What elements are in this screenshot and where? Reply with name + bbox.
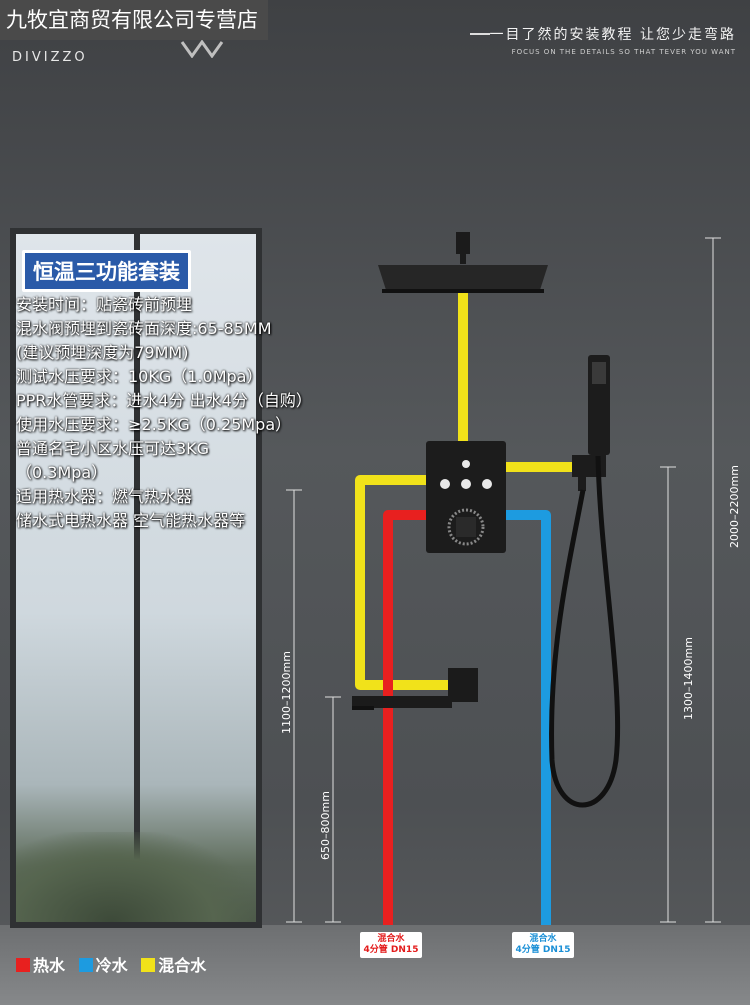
window-frame-divider: [134, 234, 140, 922]
cold-water-pipe: [505, 510, 551, 925]
spec-line: 适用热水器：燃气热水器: [16, 487, 193, 506]
window-landscape: [16, 832, 256, 922]
spec-line: PPR水管要求：进水4分 出水4分（自购）: [16, 391, 312, 410]
hot-inlet-tag: 混合水 4分管 DN15: [360, 932, 422, 958]
spec-line: 储水式电热水器 空气能热水器等: [16, 511, 246, 530]
mixed-swatch-icon: [141, 958, 156, 972]
spec-line: 普通名宅小区水压可达3KG: [16, 439, 210, 458]
spec-line: 使用水压要求：≥2.5KG（0.25Mpa）: [16, 415, 292, 434]
legend-mixed-label: 混合水: [158, 956, 207, 975]
legend-hot: 热水: [16, 956, 65, 975]
cold-inlet-tag: 混合水 4分管 DN15: [512, 932, 574, 958]
spec-title: 恒温三功能套装: [22, 250, 191, 292]
hot-swatch-icon: [16, 958, 30, 972]
slogan: 一目了然的安装教程 让您少走弯路: [489, 27, 736, 43]
brand-name: DIVIZZO: [12, 50, 88, 65]
dimension-valve-height: 1100–1200mm: [280, 651, 293, 734]
mixed-pipe-spout: [355, 475, 450, 690]
rain-shower-head-icon: [378, 232, 548, 293]
hot-tag-line1: 混合水: [377, 934, 405, 944]
dimension-spout-height: 650–800mm: [319, 791, 332, 860]
spec-line: 安装时间：贴瓷砖前预埋: [16, 295, 193, 314]
legend-cold: 冷水: [78, 956, 128, 975]
spec-line: (建议预埋深度为79MM): [16, 343, 189, 362]
cold-swatch-icon: [78, 958, 93, 972]
tub-spout-icon: [352, 668, 478, 710]
hot-water-pipe: [383, 510, 428, 925]
dimension-shower-height: 2000–2200mm: [728, 465, 741, 548]
cold-tag-line2: 4分管 DN15: [515, 945, 571, 955]
legend-mixed: 混合水: [141, 956, 206, 975]
hot-tag-line2: 4分管 DN15: [363, 945, 419, 955]
legend-hot-label: 热水: [33, 956, 66, 975]
store-name-banner: 九牧宜商贸有限公司专营店: [0, 0, 268, 40]
spec-line: （0.3Mpa）: [16, 463, 108, 482]
legend-cold-label: 冷水: [95, 956, 128, 975]
brand-logo-icon: [180, 40, 224, 58]
slogan-divider: [470, 33, 490, 35]
cold-tag-line1: 混合水: [529, 934, 557, 944]
window: [10, 228, 262, 928]
spec-panel: 恒温三功能套装 安装时间：贴瓷砖前预埋 混水阀预埋到瓷砖面深度:65-85MM …: [16, 250, 416, 532]
spec-line: 混水阀预埋到瓷砖面深度:65-85MM: [16, 319, 272, 338]
color-legend: 热水 冷水 混合水: [16, 952, 214, 976]
dimension-lines: [286, 237, 721, 923]
hand-shower-icon: [549, 355, 621, 808]
dimension-handheld-height: 1300–1400mm: [682, 637, 695, 720]
slogan-english: FOCUS ON THE DETAILS SO THAT TEVER YOU W…: [511, 48, 736, 56]
thermostatic-valve-icon: [426, 441, 506, 553]
spec-line: 测试水压要求：10KG（1.0Mpa）: [16, 367, 263, 386]
